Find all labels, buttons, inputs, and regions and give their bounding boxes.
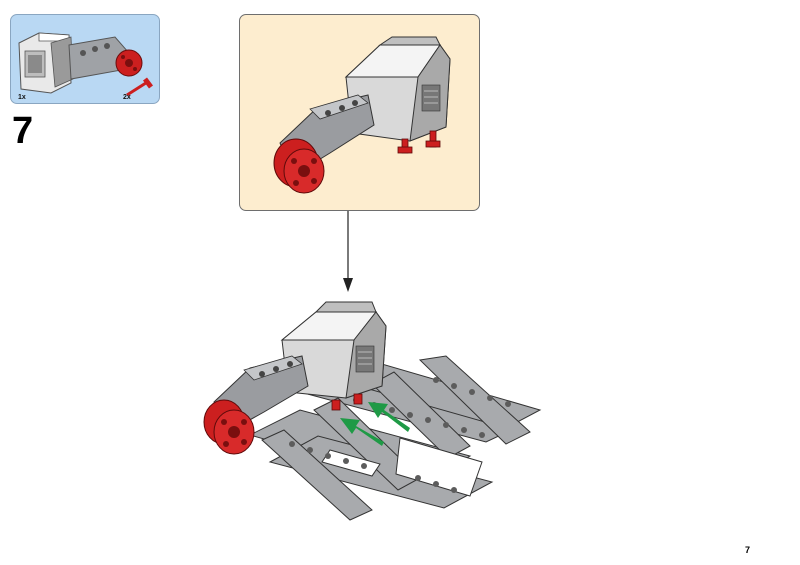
beam-frame-icon [248,355,542,521]
subassembly-callout [239,14,480,211]
parts-callout: 1x 2x [10,14,160,104]
part-quantity: 1x [18,94,26,101]
subassembly-motor-icon [273,36,451,194]
page-number: 7 [745,545,751,555]
insert-direction-arrow-icon [340,402,410,446]
large-motor-icon [203,301,387,455]
step-number: 7 [12,110,34,152]
part-quantity: 2x [123,94,131,101]
large-motor-icon [18,32,143,94]
red-axle-pin-icon [126,77,153,97]
